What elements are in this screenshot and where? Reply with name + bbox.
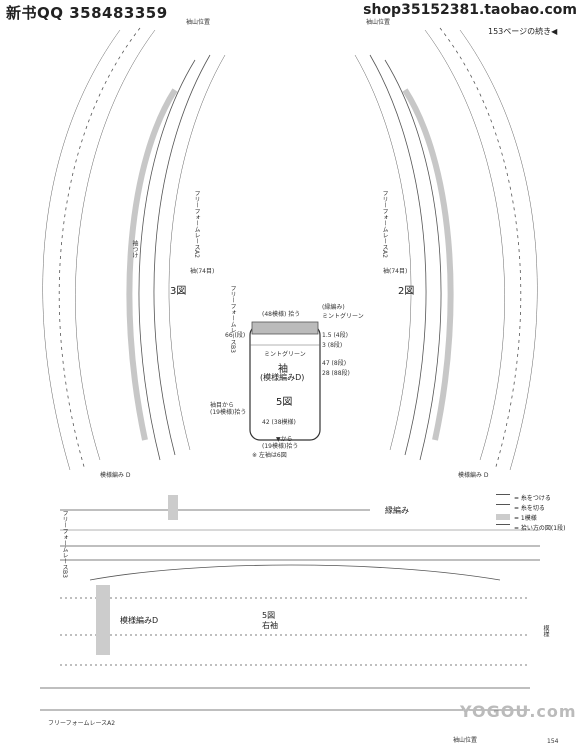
sleeve-top-count: (48模様) 拾う: [262, 311, 301, 318]
sleeve-color-top: ミントグリーン: [322, 313, 364, 320]
sleeve-left-note-2: (19模様)拾う: [210, 409, 247, 416]
figure-3-label: 3図: [170, 286, 187, 297]
freeform-a2-label-left: フリーフォームレースA2: [193, 190, 200, 258]
stitch-74-label-left: 袖(74目): [190, 268, 215, 275]
figure-2-label: 2図: [398, 286, 415, 297]
legend-item: = 拾い方の図(1段): [496, 522, 565, 532]
stitch-74-label-right: 袖(74目): [383, 268, 408, 275]
pickup-icon: [496, 524, 510, 530]
join-thread-icon: [496, 494, 510, 500]
freeform-b3-bottom-label: フリーフォームレースB3: [61, 510, 68, 578]
pattern-d-label-right: 模様編み D: [458, 472, 489, 479]
legend-item: = 1模様: [496, 512, 565, 522]
sleeve-side-note: 66 (段): [225, 332, 246, 339]
repeat-swatch-icon: [496, 514, 510, 520]
sleeve-figure: 5図: [276, 397, 293, 408]
sleeve-note: ※ 左袖は6図: [252, 452, 287, 459]
sleeve-bottom-count: (19模様)拾う: [262, 443, 299, 450]
freeform-a2-bottom-label: フリーフォームレースA2: [48, 720, 116, 727]
left-arc-chart: [42, 27, 226, 471]
sleeve-color-body: ミントグリーン: [264, 351, 306, 358]
sleeve-left-note-1: 袖目から: [210, 402, 235, 409]
pattern-d-bottom-label: 模様編みD: [120, 616, 159, 625]
header-shop: shop35152381.taobao.com: [363, 2, 577, 18]
sleeve-sub: 47 (8段): [322, 360, 347, 367]
edge-label: 縁編み: [385, 506, 409, 515]
freeform-b3-vertical: フリーフォームレースB3: [229, 285, 236, 353]
header-qq: 新书QQ 358483359: [6, 4, 168, 22]
page-number: 154: [547, 738, 559, 745]
right-arc-chart: [354, 27, 538, 471]
sleeve-from-arrow: ▼から: [276, 436, 293, 443]
sleeve-height: 28 (88段): [322, 370, 350, 377]
shoulder-label-right: 袖山位置: [366, 19, 391, 26]
chart-legend: = 糸をつける = 糸を切る = 1模様 = 拾い方の図(1段): [496, 492, 565, 532]
freeform-a2-label-right: フリーフォームレースA2: [381, 190, 388, 258]
shoulder-bottom-label: 袖山位置: [453, 737, 478, 744]
legend-item: = 糸をつける: [496, 492, 565, 502]
sleeve-attach-label: 袖つけ: [131, 240, 138, 258]
legend-item: = 糸を切る: [496, 502, 565, 512]
cut-thread-icon: [496, 504, 510, 510]
sleeve-title: 袖: [278, 364, 288, 375]
sleeve-diagram: [249, 321, 321, 441]
bottom-figure-label: 5図: [262, 611, 276, 620]
sleeve-pattern: (模様編みD): [260, 373, 305, 382]
shoulder-label-left: 袖山位置: [186, 19, 211, 26]
continued-note: 153ページの続き◀: [488, 27, 558, 36]
watermark: YOGOU.com: [460, 702, 577, 721]
sleeve-fringe: (縁編み): [322, 304, 345, 311]
right-sleeve-label: 右袖: [262, 621, 278, 630]
sleeve-rows-small: 1.5 (4段): [322, 332, 348, 339]
pattern-d-label-left: 模様編み D: [100, 472, 131, 479]
bottom-chart: [40, 495, 540, 711]
sleeve-bottom-width: 42 (38模様): [262, 419, 296, 426]
repeat-label: 模様: [542, 625, 549, 637]
sleeve-rows-side: 3 (8段): [322, 342, 343, 349]
